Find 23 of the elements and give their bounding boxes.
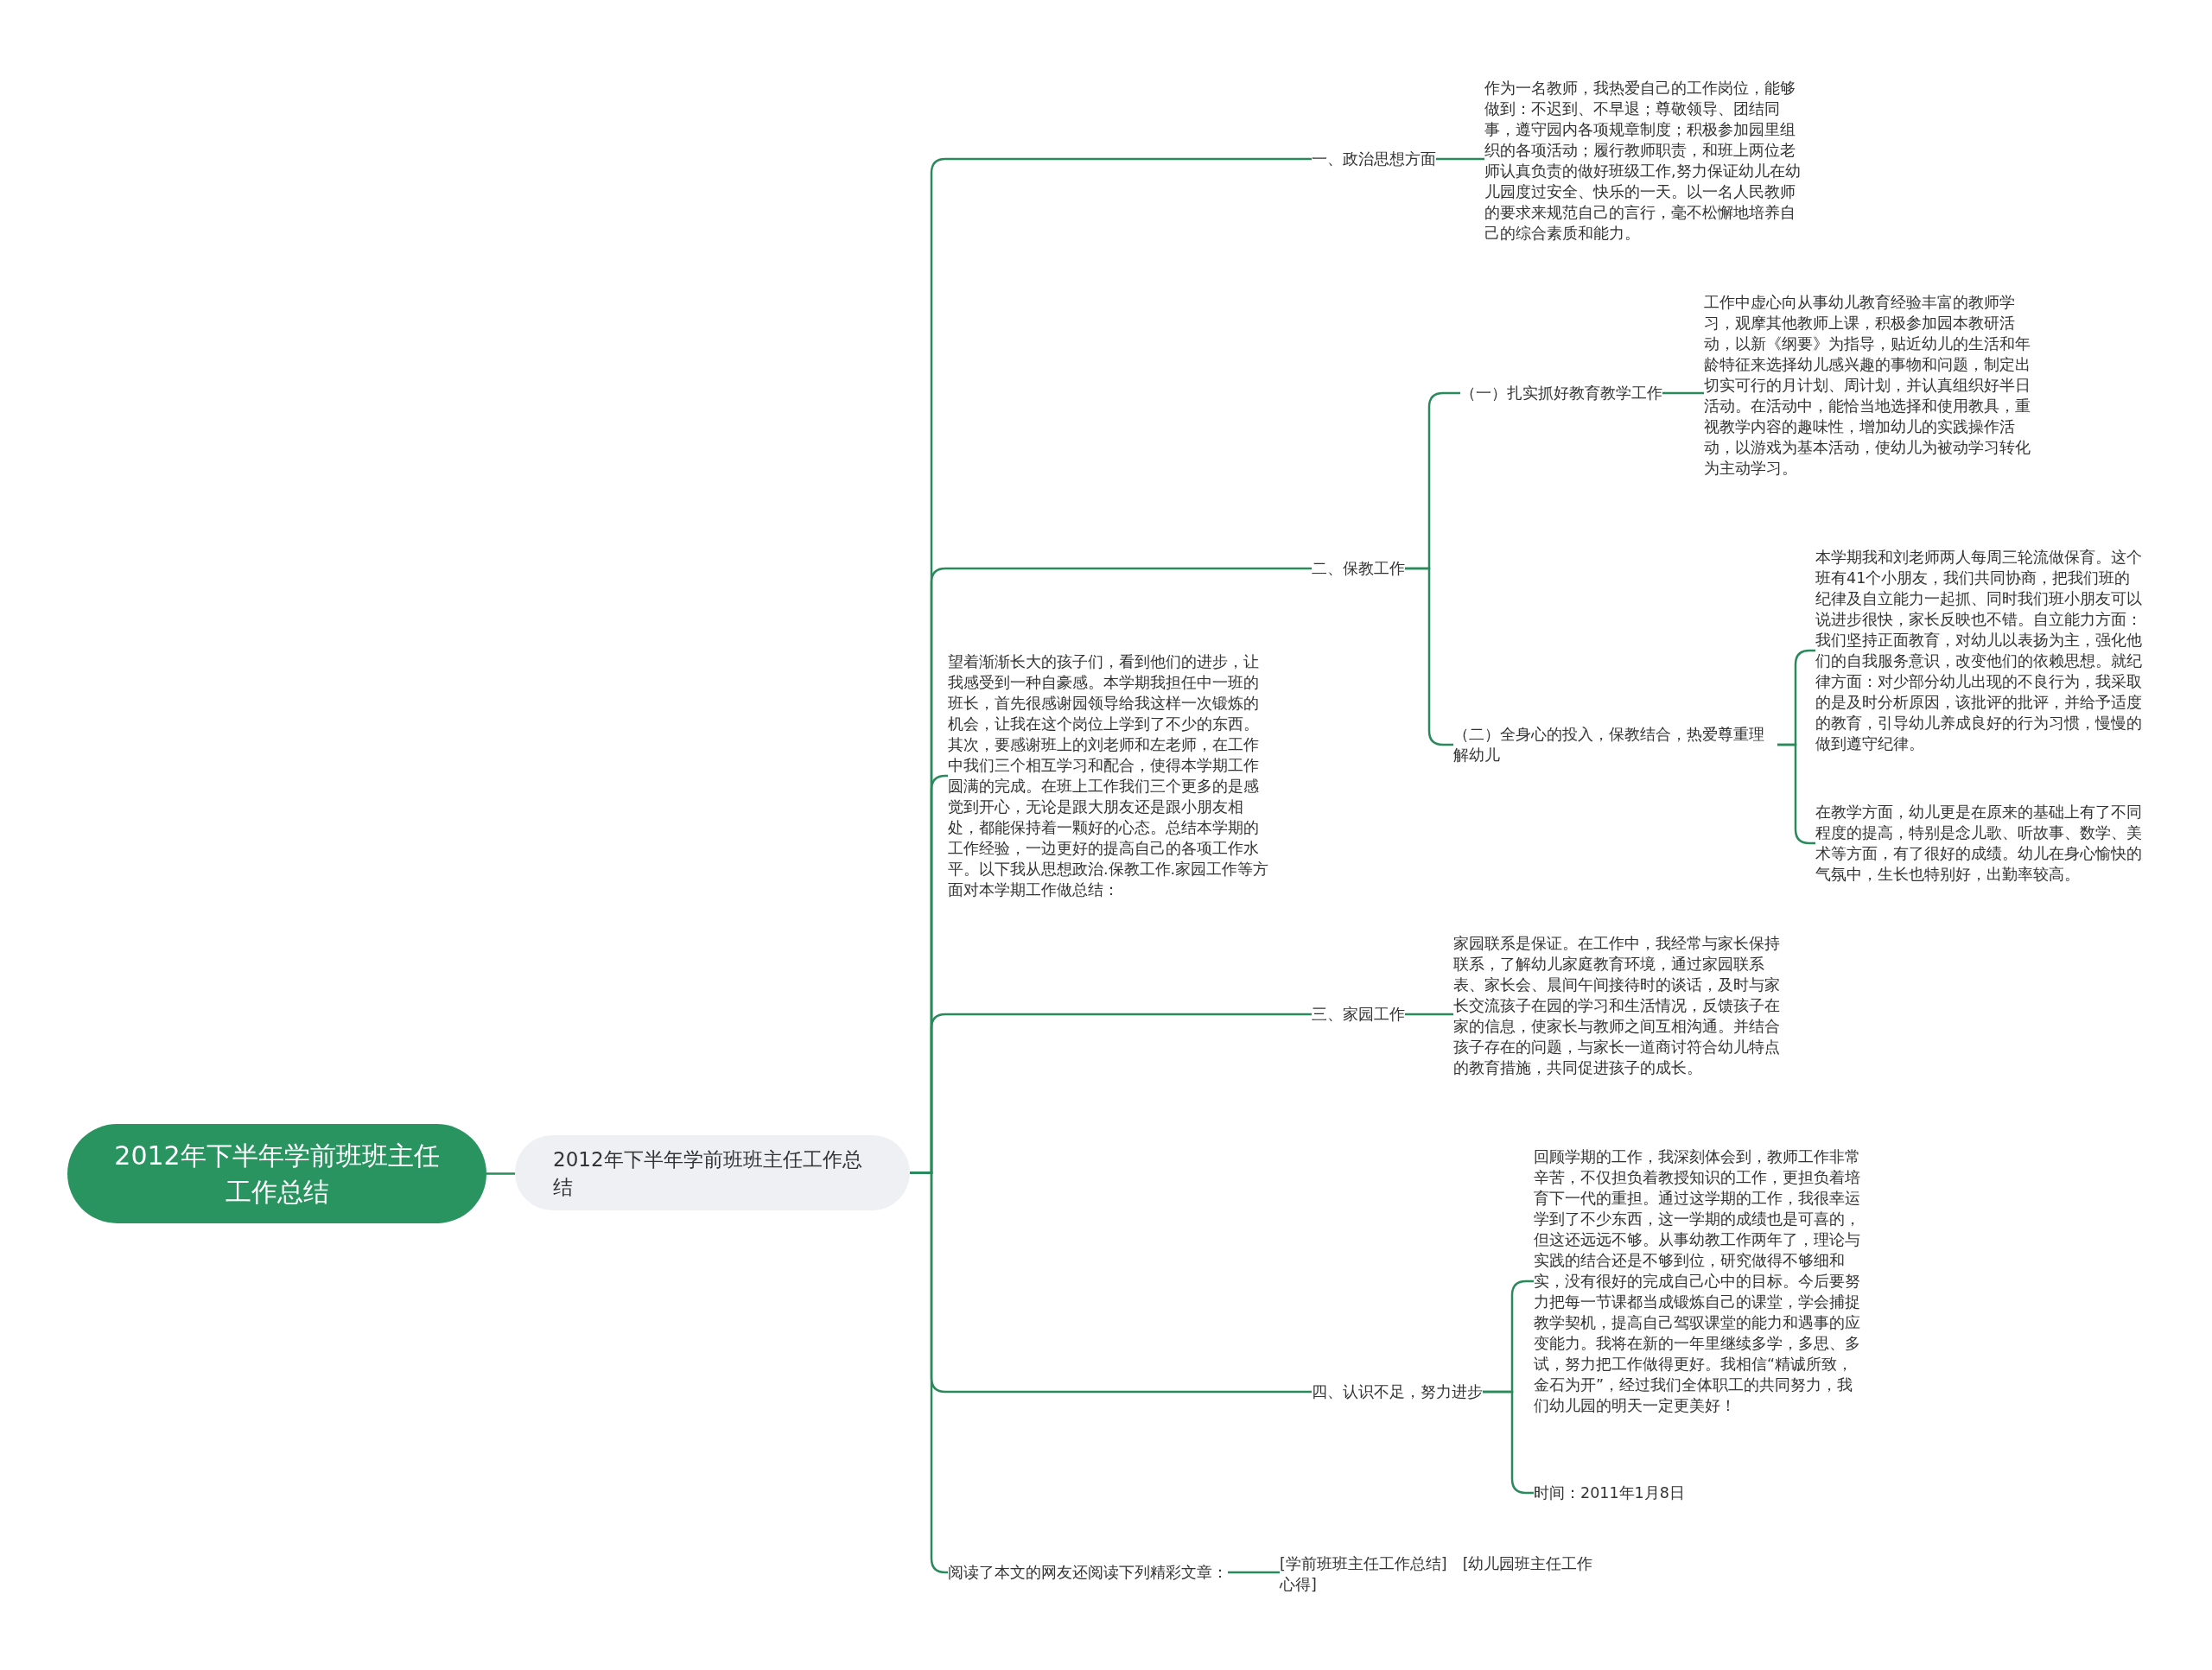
topic-label: 时间：2011年1月8日 [1534,1483,1685,1503]
topic-text: [学前班班主任工作总结] [幼儿园班主任工作心得] [1280,1553,1599,1595]
connector [1662,391,1704,395]
topic-label: 三、家园工作 [1312,1004,1405,1025]
topic-text: 本学期我和刘老师两人每周三轮流做保育。这个班有41个小朋友，我们共同协商，把我们班的纪律及自立能力一起抓、同时我们班小朋友可以说进步很快，家长反映也不错。自立能力方面：我们坚持正面教育，对幼儿以表扬为主，强化他们的自我服务意识，改变他们的依赖思想。就纪律方面：对少部分幼儿出现的不良行为，我采取的是及时分析原因，该批评的批评，并给予适度的教育，引导幼儿养成良好的行为习惯，慢慢的做到遵守纪律。 [1815,547,2142,754]
topic-label: （一）扎实抓好教育教学工作 [1460,383,1662,403]
topic-text: 回顾学期的工作，我深刻体会到，教师工作非常辛苦，不仅担负着教授知识的工作，更担负着培育下一代的重担。通过这学期的工作，我很幸运学到了不少东西，这一学期的成绩也是可喜的，但这还远远不够。从事幼教工作两年了，理论与实践的结合还是不够到位，研究做得不够细和实，没有很好的完成自己心中的目标。今后要努力把每一节课都当成锻炼自己的课堂，学会捕捉教学契机，提高自己驾驭课堂的能力和遇事的应变能力。我将在新的一年里继续多学，多思、多试，努力把工作做得更好。我相信“精诚所致，金石为开”，经过我们全体职工的共同努力，我们幼儿园的明天一定更美好！ [1534,1146,1860,1416]
topic-text: 作为一名教师，我热爱自己的工作岗位，能够做到：不迟到、不早退；尊敬领导、团结同事，遵守园内各项规章制度；积极参加园里组织的各项活动；履行教师职责，和班上两位老师认真负责的做好班级工作,努力保证幼儿在幼儿园度过安全、快乐的一天。以一名人民教师的要求来规范自己的言行，毫不松懈地培养自己的综合素质和能力。 [1484,78,1808,244]
topic-label: 四、认识不足，努力进步 [1312,1381,1483,1402]
root-topic: 2012年下半年学前班班主任工作总结 [67,1124,486,1223]
connector [1436,157,1484,161]
main-topic: 2012年下半年学前班班主任工作总结 [515,1135,910,1210]
topic-text: 望着渐渐长大的孩子们，看到他们的进步，让我感受到一种自豪感。本学期我担任中一班的班长，首先很感谢园领导给我这样一次锻炼的机会，让我在这个岗位上学到了不少的东西。其次，要感谢班上的刘老师和左老师，在工作中我们三个相互学习和配合，使得本学期工作圆满的完成。在班上工作我们三个更多的是感觉到开心，无论是跟大朋友还是跟小朋友相处，都能保持着一颗好的心态。总结本学期的工作经验，一边更好的提高自己的各项工作水平。以下我从思想政治.保教工作.家园工作等方面对本学期工作做总结： [948,651,1272,900]
topic-text: 家园联系是保证。在工作中，我经常与家长保持联系，了解幼儿家庭教育环境，通过家园联系表、家长会、晨间午间接待时的谈话，及时与家长交流孩子在园的学习和生活情况，反馈孩子在家的信息，使家长与教师之间互相沟通。并结合孩子存在的问题，与家长一道商讨符合幼儿特点的教育措施，共同促进孩子的成长。 [1453,933,1780,1078]
topic-text: 工作中虚心向从事幼儿教育经验丰富的教师学习，观摩其他教师上课，积极参加园本教研活动，以新《纲要》为指导，贴近幼儿的生活和年龄特征来选择幼儿感兴趣的事物和问题，制定出切实可行的月计划、周计划，并认真组织好半日活动。在活动中，能恰当地选择和使用教具，重视教学内容的趣味性，增加幼儿的实践操作活动，以游戏为基本活动，使幼儿为被动学习转化为主动学习。 [1704,292,2031,479]
topic-text: 在教学方面，幼儿更是在原来的基础上有了不同程度的提高，特别是念儿歌、听故事、数学、美术等方面，有了很好的成绩。幼儿在身心愉快的气氛中，生长也特别好，出勤率较高。 [1815,802,2142,885]
connector [1405,1013,1453,1016]
connector [486,1172,515,1175]
topic-label: 一、政治思想方面 [1312,149,1436,169]
topic-label: 二、保教工作 [1312,558,1405,579]
topic-label: 阅读了本文的网友还阅读下列精彩文章： [948,1562,1228,1583]
connector [1228,1571,1280,1574]
topic-text: （二）全身心的投入，保教结合，热爱尊重理解幼儿 [1453,724,1777,765]
